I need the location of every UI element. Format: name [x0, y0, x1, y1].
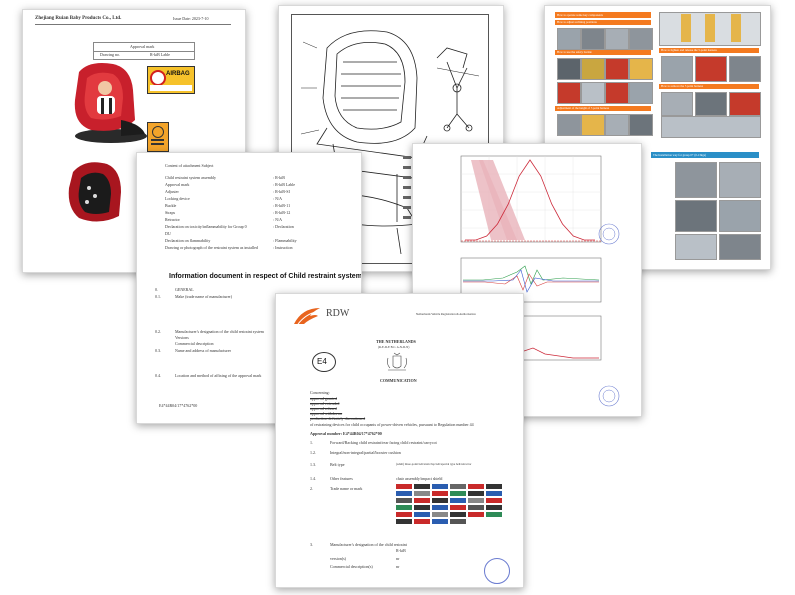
- item-number: 0.4.: [155, 373, 161, 378]
- car-seat-photo: [74, 63, 147, 143]
- item-number: 0.: [155, 287, 158, 292]
- rdw-logo-icon: [294, 308, 320, 325]
- attachment-value: : R-kiB-SI: [273, 189, 290, 194]
- item-number: 3.: [310, 542, 313, 547]
- attachment-label: Buckle: [165, 203, 177, 208]
- item-number: 1.4.: [310, 476, 316, 481]
- item-text: Versions: [175, 335, 189, 340]
- concerning-label: Concerning:: [310, 390, 330, 395]
- attachment-label: Declaration on toxicity/inflammability f…: [165, 224, 247, 229]
- drawing-value: R-kiB Lable: [150, 52, 170, 57]
- country-name: THE NETHERLANDS: [376, 339, 416, 344]
- attachment-value: : R-kiB-11: [273, 203, 291, 208]
- option-line: production definitely discontinued: [310, 416, 366, 421]
- information-document-title: Information document in respect of Child…: [169, 273, 362, 280]
- airbag-warning-label: AIRBAG: [147, 66, 195, 94]
- rdw-logo-text: RDW: [326, 308, 350, 319]
- attachment-value: : Declaration: [273, 224, 294, 229]
- attachment-label: Drawing or photograph of the restraint s…: [165, 245, 258, 250]
- manual-block-title-1: How to operate some key components: [557, 13, 603, 17]
- drawing-label: Drawing no.: [100, 52, 120, 57]
- item-number: 0.3.: [155, 348, 161, 353]
- issue-date: Issue Date: 2023-7-10: [173, 16, 209, 21]
- attachment-value: : R-kiB: [273, 175, 285, 180]
- item-text: Commercial description(s): [330, 564, 373, 569]
- manual-block-title-6: Adjustment of the height of 5 point harn…: [557, 106, 610, 110]
- approval-mark-sheet: Zhejiang Ruian Baby Products Co., Ltd. I…: [22, 9, 246, 273]
- attachment-value: : Flammability: [273, 238, 297, 243]
- official-stamp: [484, 558, 510, 584]
- attachment-label: Child restraint system assembly: [165, 175, 216, 180]
- item-number: 0.1.: [155, 294, 161, 299]
- option-line: approval withdrawn: [310, 411, 343, 416]
- emark-badge: E4: [312, 352, 336, 372]
- item-value: R-kiB: [396, 548, 406, 553]
- parts-table: [403, 156, 413, 256]
- country-sub: (R-E-D-E B.C. A-N-D-N): [378, 345, 410, 349]
- option-line: approval refused: [310, 406, 337, 411]
- attachment-value: : N/A: [273, 196, 282, 201]
- attachment-label: Retractor: [165, 217, 180, 222]
- item-number: 1.3.: [310, 462, 316, 467]
- item-text: version(s): [330, 556, 346, 561]
- manual-section-title: The Installation way for group 0+ (0-13k…: [653, 153, 707, 157]
- item-text: Integral/non-integral/partial/booster cu…: [330, 450, 401, 455]
- item-number: 1.: [310, 440, 313, 445]
- item-value: nr: [396, 564, 400, 569]
- communication-items: 1. Forward/Backing child restraint/rear …: [310, 440, 510, 580]
- manual-block-title-4: How to tighten and release the 5-point h…: [661, 48, 717, 52]
- attachment-label: Locking device: [165, 196, 190, 201]
- attachment-value: : N/A: [273, 217, 282, 222]
- approval-mark-title: Approval mark: [130, 44, 155, 49]
- item-number: 0.2.: [155, 329, 161, 334]
- manual-block-title-5: How to remove the 5 point harness: [661, 84, 703, 88]
- communication-title: COMMUNICATION: [380, 378, 417, 383]
- rdw-communication-sheet: RDW Netherlands Vehicle Registration & A…: [275, 293, 524, 588]
- item-value: chair assembly/impact shield: [396, 476, 443, 481]
- car-seat-photo-rear: [68, 162, 121, 222]
- airbag-text: AIRBAG: [166, 71, 190, 77]
- item-text: Forward/Backing child restraint/rear fac…: [330, 440, 437, 445]
- attachment-heading: Content of attachment Subject: [165, 163, 214, 168]
- item-text: Belt type: [330, 462, 345, 467]
- emark-text: E4: [317, 357, 327, 366]
- attachment-value: : R-kiB Lable: [273, 182, 295, 187]
- attachment-label: Declaration on flammability: [165, 238, 211, 243]
- regulation-text: of restraining devices for child occupan…: [310, 422, 474, 427]
- company-name: Zhejiang Ruian Baby Products Co., Ltd.: [35, 16, 122, 21]
- manual-block-title-2: How to adjust reclining positions: [557, 20, 597, 24]
- item-text: Location and method of affixing of the a…: [175, 373, 262, 378]
- item-text: Make (trade name of manufacturer): [175, 294, 233, 299]
- item-text: Manufacturer's designation of the child …: [175, 329, 264, 334]
- item-text: Trade name or mark: [330, 486, 363, 491]
- item-text: Name and address of manufacturer: [175, 348, 231, 353]
- approval-number: Approval number: E4*44R04/17*4762*00: [310, 431, 382, 436]
- item-number: 2.: [310, 486, 313, 491]
- attachment-label: Adjuster: [165, 189, 179, 194]
- option-line: approval granted: [310, 396, 337, 401]
- attachment-label: Approval mark: [165, 182, 190, 187]
- attachment-label: Straps: [165, 210, 175, 215]
- instruction-manual-sheet: How to operate some key components How t…: [544, 5, 771, 270]
- trade-mark-logos: [396, 484, 510, 530]
- coat-of-arms-icon: [387, 352, 407, 371]
- attachment-label: DU: [165, 231, 171, 236]
- footer-code: E4*44R04/17*4762*00: [159, 403, 198, 408]
- attachment-value: : Instruction: [273, 245, 293, 250]
- item-text: GENERAL: [175, 287, 194, 292]
- manual-grid: How to operate some key components How t…: [555, 12, 761, 262]
- item-value: (adult) three-point belt/static/lap belt…: [396, 462, 472, 466]
- item-text: Manufacturer's designation of the child …: [330, 542, 407, 547]
- manual-block-title-3: How to use the safety buckle: [557, 50, 592, 54]
- item-value: nr: [396, 556, 400, 561]
- item-text: Other features: [330, 476, 353, 481]
- option-line: approval extended: [310, 401, 340, 406]
- attachment-value: : R-kiB-12: [273, 210, 291, 215]
- rdw-header-right: Netherlands Vehicle Registration & Autho…: [416, 312, 476, 316]
- orange-approval-label: [147, 122, 169, 152]
- item-text: Commercial description: [175, 341, 214, 346]
- item-number: 1.2.: [310, 450, 316, 455]
